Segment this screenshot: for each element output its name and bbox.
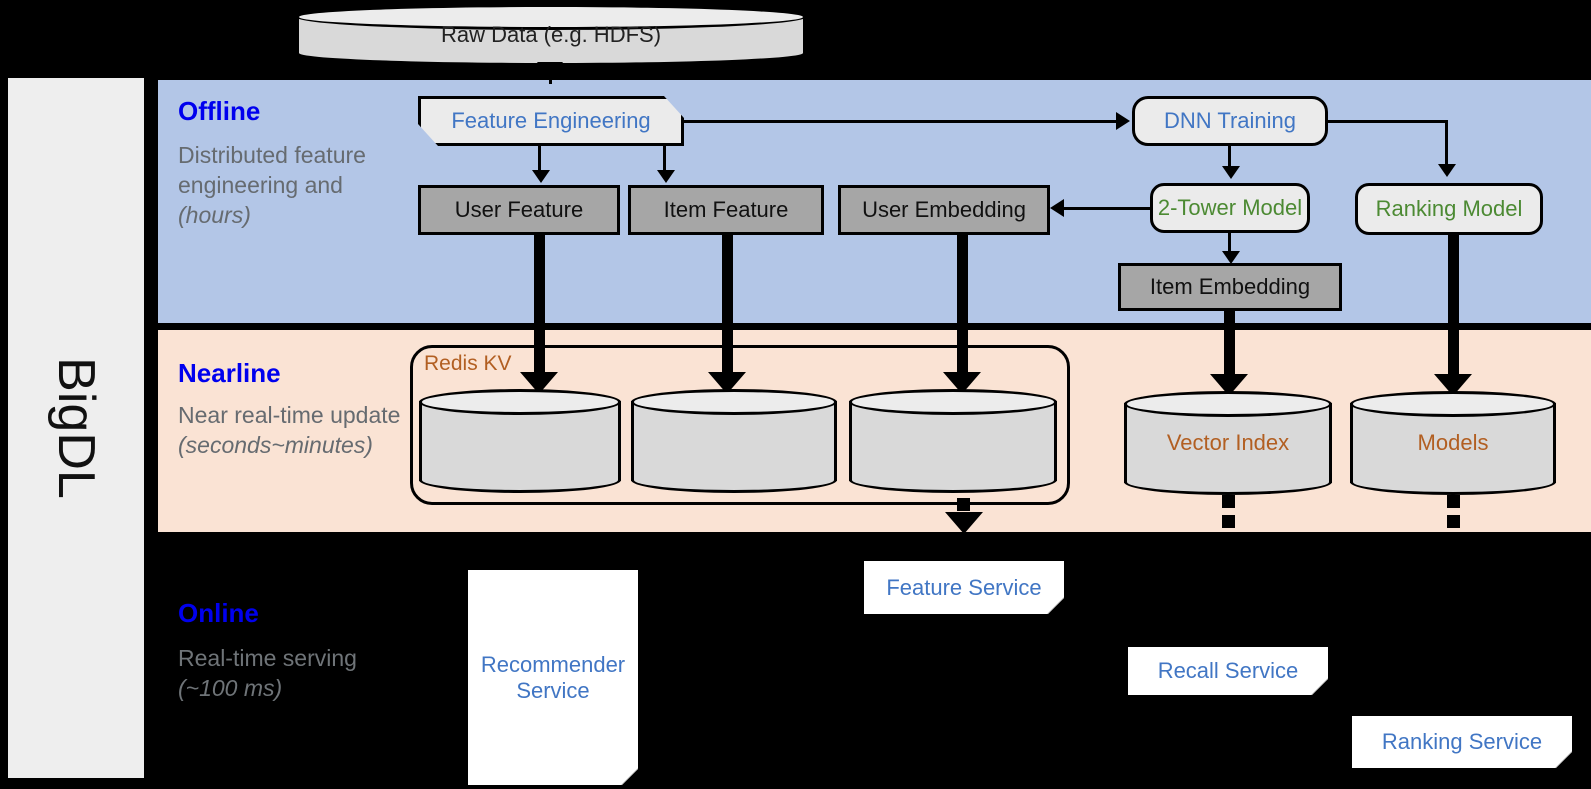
cylinder-vector-index[interactable]: Vector Index <box>1124 391 1332 495</box>
cylinder-label <box>419 389 621 493</box>
arrowhead-dnn-ranking <box>1438 164 1456 177</box>
pipe-userfeature-store <box>534 235 545 385</box>
arrowhead-2tower-userembedding <box>1050 199 1064 217</box>
cylinder-user-embedding-store[interactable] <box>849 389 1057 493</box>
connector-dnn-ranking-v <box>1445 120 1448 166</box>
band-desc-nearline-text: Near real-time update <box>178 402 401 428</box>
bigdl-label: BigDL <box>47 357 106 499</box>
pipe-userembedding-store <box>957 235 968 385</box>
cylinder-top <box>1350 391 1556 417</box>
band-title-offline: Offline <box>178 96 261 126</box>
node-item-embedding[interactable]: Item Embedding <box>1118 263 1342 311</box>
connector-dnn-2tower <box>1228 146 1231 168</box>
cylinder-label <box>631 389 837 493</box>
doc-ranking-service[interactable]: Ranking Service <box>1352 716 1572 768</box>
arrowhead-fe-userfeature <box>532 170 550 183</box>
redis-kv-label: Redis KV <box>424 352 512 375</box>
arrowhead-dnn-2tower <box>1222 166 1240 179</box>
pipe-itemembedding-vectorindex <box>1224 311 1235 387</box>
cylinder-top <box>296 4 806 30</box>
cylinder-item-feature-store[interactable] <box>631 389 837 493</box>
connector-dot-rankingservice-2 <box>1447 515 1460 528</box>
connector-2tower-itememb <box>1228 233 1231 255</box>
band-title-online: Online <box>178 598 259 628</box>
bigdl-rail: BigDL <box>8 78 144 778</box>
cylinder-top <box>1124 391 1332 417</box>
vector-index-label: Vector Index <box>1166 430 1290 455</box>
node-ranking-model[interactable]: Ranking Model <box>1355 183 1543 235</box>
cylinder-top <box>419 389 621 415</box>
band-desc-nearline-em: (seconds~minutes) <box>178 432 373 458</box>
node-feature-engineering[interactable]: Feature Engineering <box>418 96 684 146</box>
connector-dot-recallservice-2 <box>1222 515 1235 528</box>
arrowhead-featureservice <box>945 512 983 534</box>
cylinder-models[interactable]: Models <box>1350 391 1556 495</box>
band-desc-nearline: Near real-time update (seconds~minutes) <box>178 400 423 460</box>
node-dnn-training[interactable]: DNN Training <box>1132 96 1328 146</box>
connector-fe-userfeature <box>538 146 541 172</box>
connector-dot-rankingservice-1 <box>1447 495 1460 508</box>
connector-dot-featureservice-1 <box>957 498 970 511</box>
raw-data-cylinder: Raw Data (e.g. HDFS) <box>296 4 806 66</box>
cylinder-label <box>849 389 1057 493</box>
doc-feature-service[interactable]: Feature Service <box>864 561 1064 614</box>
cylinder-user-feature-store[interactable] <box>419 389 621 493</box>
band-desc-offline: Distributed feature engineering and (hou… <box>178 140 408 230</box>
connector-fe-itemfeature <box>663 146 666 172</box>
cylinder-top <box>631 389 837 415</box>
models-label: Models <box>1417 430 1489 455</box>
doc-recommender-service[interactable]: Recommender Service <box>468 570 638 785</box>
arrowhead-rawdata-fe <box>537 62 563 80</box>
band-desc-online-em: (~100 ms) <box>178 675 283 701</box>
node-user-feature[interactable]: User Feature <box>418 185 620 235</box>
node-user-embedding[interactable]: User Embedding <box>838 185 1050 235</box>
connector-2tower-userembedding <box>1062 207 1152 210</box>
connector-dnn-ranking-h <box>1328 120 1448 123</box>
arrowhead-fe-dnn <box>1116 112 1130 130</box>
doc-recall-service[interactable]: Recall Service <box>1128 647 1328 695</box>
band-desc-offline-text: Distributed feature engineering and <box>178 142 366 198</box>
cylinder-top <box>849 389 1057 415</box>
raw-data-label: Raw Data (e.g. HDFS) <box>440 22 662 47</box>
pipe-itemfeature-store <box>722 235 733 385</box>
band-title-nearline: Nearline <box>178 358 281 388</box>
band-desc-online-text: Real-time serving <box>178 645 357 671</box>
band-desc-offline-em: (hours) <box>178 202 251 228</box>
arrowhead-fe-itemfeature <box>657 170 675 183</box>
redis-kv-group <box>410 345 1070 505</box>
arrowhead-2tower-itememb <box>1222 251 1240 264</box>
connector-fe-dnn <box>684 120 1116 123</box>
connector-dot-recallservice-1 <box>1222 495 1235 508</box>
pipe-rankingmodel-models <box>1448 235 1459 387</box>
node-2-tower-model[interactable]: 2-Tower Model <box>1150 183 1310 233</box>
band-desc-online: Real-time serving (~100 ms) <box>178 643 408 703</box>
node-item-feature[interactable]: Item Feature <box>628 185 824 235</box>
